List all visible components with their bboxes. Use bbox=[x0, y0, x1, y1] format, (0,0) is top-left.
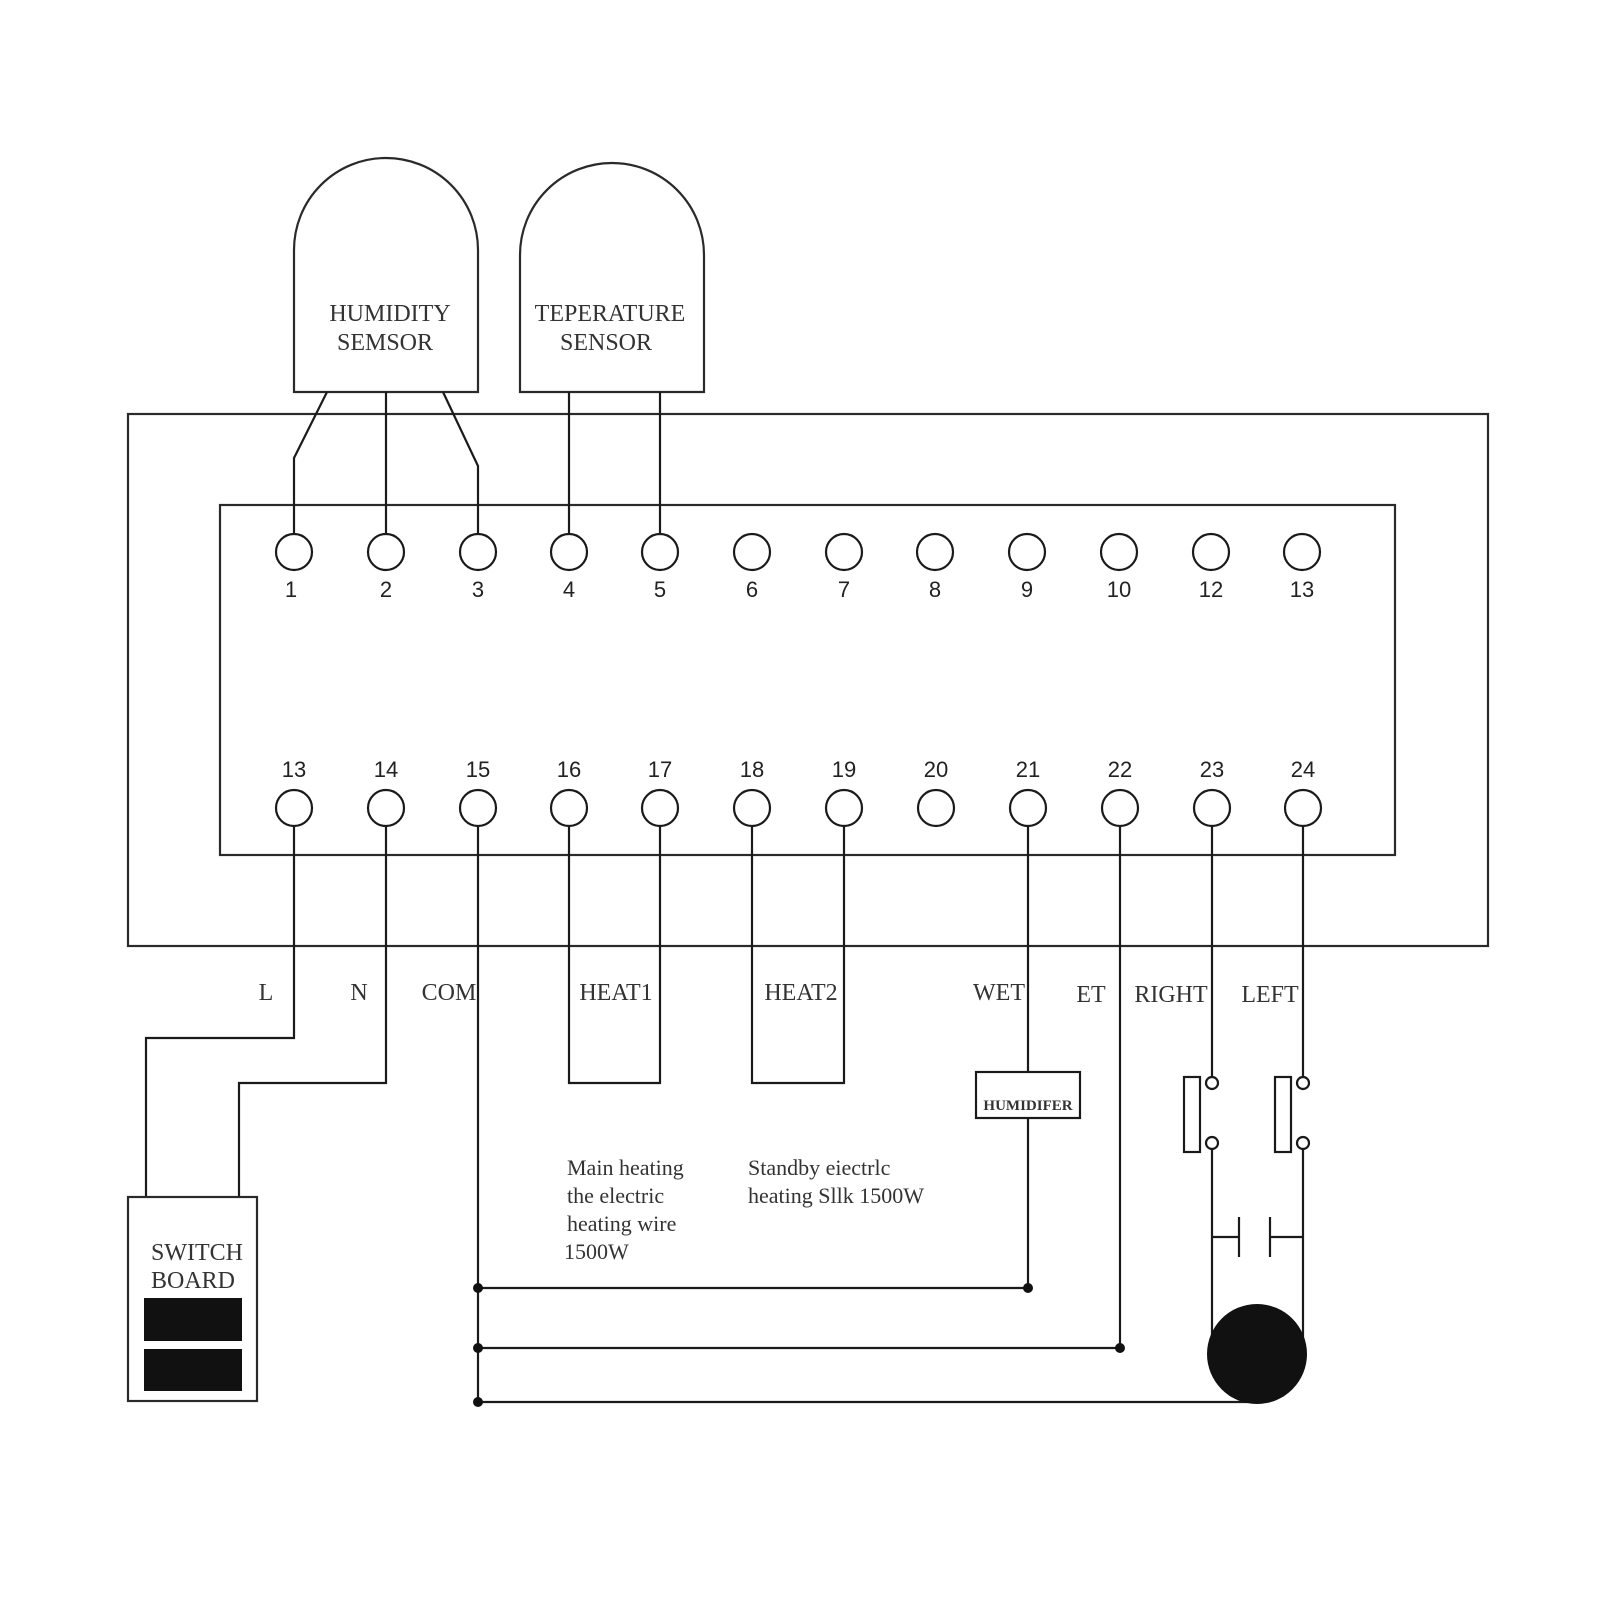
humidity-sensor-label-1: HUMIDITY bbox=[329, 301, 450, 327]
terminal-18 bbox=[732, 788, 772, 828]
terminal-2: 2 bbox=[366, 532, 406, 602]
terminal-22 bbox=[1100, 788, 1140, 828]
terminal-number: 9 bbox=[1021, 577, 1033, 602]
switch-2 bbox=[144, 1349, 242, 1391]
terminal-17 bbox=[640, 788, 680, 828]
terminal-6: 6 bbox=[732, 532, 772, 602]
output-wires bbox=[144, 810, 1305, 1404]
sensor-wires bbox=[292, 391, 662, 552]
terminal-15 bbox=[458, 788, 498, 828]
terminal-21 bbox=[1008, 788, 1048, 828]
terminal-number: 16 bbox=[557, 757, 581, 782]
terminal-number: 2 bbox=[380, 577, 392, 602]
humidifier: HUMIDIFER bbox=[974, 1070, 1082, 1120]
note-line: Standby eiectrlc bbox=[748, 1155, 891, 1180]
terminal-number: 5 bbox=[654, 577, 666, 602]
terminal-13-top: 13 bbox=[1282, 532, 1322, 602]
note-line: heating wire bbox=[567, 1211, 676, 1236]
label-com: COM bbox=[422, 980, 477, 1006]
motor bbox=[1207, 1304, 1307, 1404]
switch-board: SWITCH BOARD bbox=[126, 1195, 259, 1403]
switch-board-label-2: BOARD bbox=[151, 1268, 235, 1294]
switch-board-label-1: SWITCH bbox=[151, 1240, 243, 1266]
terminal-number: 13 bbox=[282, 757, 306, 782]
terminal-5: 5 bbox=[640, 532, 680, 602]
switch-1 bbox=[144, 1298, 242, 1341]
terminal-number: 6 bbox=[746, 577, 758, 602]
terminal-23 bbox=[1192, 788, 1232, 828]
terminal-number: 12 bbox=[1199, 577, 1223, 602]
label-right: RIGHT bbox=[1134, 982, 1208, 1008]
terminal-number: 4 bbox=[563, 577, 575, 602]
terminal-number: 10 bbox=[1107, 577, 1131, 602]
terminal-3: 3 bbox=[458, 532, 498, 602]
humidity-sensor: HUMIDITY SEMSOR bbox=[292, 156, 480, 394]
controller-outer-case bbox=[126, 412, 1490, 948]
terminal-number: 17 bbox=[648, 757, 672, 782]
terminal-9: 9 bbox=[1007, 532, 1047, 602]
terminal-19 bbox=[824, 788, 864, 828]
note-line: 1500W bbox=[564, 1239, 629, 1264]
top-terminals: 1 2 3 4 5 6 7 8 9 10 12 13 bbox=[274, 532, 1322, 602]
limit-switch-right bbox=[1182, 1075, 1220, 1154]
terminal-number: 21 bbox=[1016, 757, 1040, 782]
terminal-number: 15 bbox=[466, 757, 490, 782]
note-line: Main heating bbox=[567, 1155, 684, 1180]
label-heat1: HEAT1 bbox=[579, 980, 652, 1006]
junction-dots bbox=[473, 1283, 1125, 1407]
terminal-12: 12 bbox=[1191, 532, 1231, 602]
label-l: L bbox=[259, 980, 274, 1006]
terminal-number: 13 bbox=[1290, 577, 1314, 602]
terminal-14 bbox=[366, 788, 406, 828]
bottom-terminal-numbers: 13 14 15 16 17 18 19 20 21 22 23 24 bbox=[282, 757, 1315, 782]
note-line: the electric bbox=[567, 1183, 664, 1208]
terminal-13-bottom bbox=[274, 788, 314, 828]
terminal-number: 1 bbox=[285, 577, 297, 602]
terminal-number: 22 bbox=[1108, 757, 1132, 782]
terminal-4: 4 bbox=[549, 532, 589, 602]
terminal-number: 24 bbox=[1291, 757, 1315, 782]
temperature-sensor: TEPERATURE SENSOR bbox=[518, 161, 706, 394]
bottom-terminals bbox=[274, 788, 1323, 828]
wire-labels: L N COM HEAT1 HEAT2 WET ET RIGHT LEFT bbox=[259, 980, 1299, 1008]
terminal-1: 1 bbox=[274, 532, 314, 602]
label-wet: WET bbox=[973, 980, 1025, 1006]
terminal-7: 7 bbox=[824, 532, 864, 602]
terminal-number: 19 bbox=[832, 757, 856, 782]
temperature-sensor-label-2: SENSOR bbox=[560, 330, 652, 356]
temperature-sensor-label-1: TEPERATURE bbox=[535, 301, 686, 327]
terminal-block bbox=[218, 503, 1397, 857]
terminal-8: 8 bbox=[915, 532, 955, 602]
label-et: ET bbox=[1076, 982, 1106, 1008]
terminal-number: 20 bbox=[924, 757, 948, 782]
limit-switch-left bbox=[1273, 1075, 1311, 1154]
terminal-16 bbox=[549, 788, 589, 828]
terminal-24 bbox=[1283, 788, 1323, 828]
standby-heating-note: Standby eiectrlc heating Sllk 1500W bbox=[748, 1155, 924, 1208]
terminal-number: 8 bbox=[929, 577, 941, 602]
terminal-number: 23 bbox=[1200, 757, 1224, 782]
terminal-number: 18 bbox=[740, 757, 764, 782]
terminal-10: 10 bbox=[1099, 532, 1139, 602]
terminal-number: 7 bbox=[838, 577, 850, 602]
terminal-number: 3 bbox=[472, 577, 484, 602]
terminal-20 bbox=[916, 788, 956, 828]
terminal-number: 14 bbox=[374, 757, 398, 782]
humidifier-label: HUMIDIFER bbox=[983, 1098, 1072, 1114]
humidity-sensor-label-2: SEMSOR bbox=[337, 330, 433, 356]
label-heat2: HEAT2 bbox=[764, 980, 837, 1006]
label-left: LEFT bbox=[1241, 982, 1299, 1008]
label-n: N bbox=[350, 980, 367, 1006]
main-heating-note: Main heating the electric heating wire 1… bbox=[564, 1155, 684, 1264]
note-line: heating Sllk 1500W bbox=[748, 1183, 924, 1208]
